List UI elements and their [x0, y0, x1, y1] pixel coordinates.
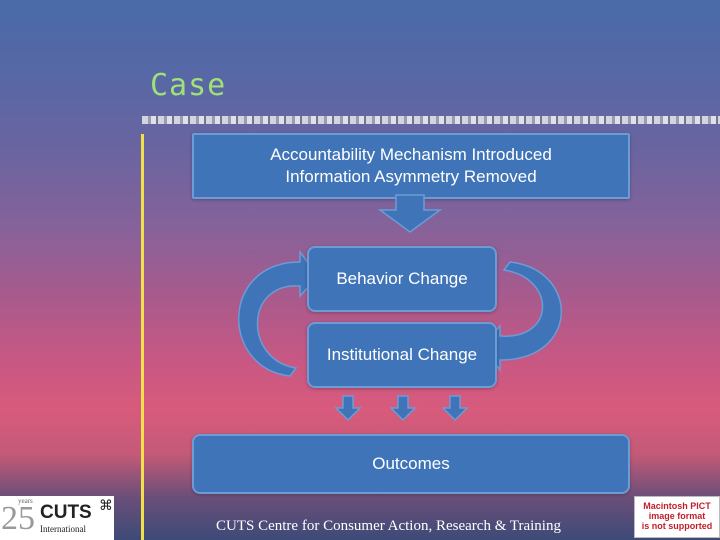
pict-line-2: image format: [648, 511, 706, 521]
behavior-change-box: Behavior Change: [307, 246, 497, 312]
title-divider: [142, 116, 720, 124]
down-arrow-2: [389, 395, 417, 422]
slide-title: Case: [150, 68, 227, 103]
institutional-change-label: Institutional Change: [326, 345, 478, 364]
logo-years: years: [18, 497, 33, 505]
cuts-logo: years 25 CUTS International ⌘: [0, 496, 114, 540]
left-vertical-rule: [141, 134, 144, 540]
logo-25: 25: [1, 500, 35, 537]
pict-line-1: Macintosh PICT: [643, 501, 711, 511]
footer-text: CUTS Centre for Consumer Action, Researc…: [216, 518, 561, 534]
logo-subtitle: International: [40, 524, 86, 534]
behavior-change-label: Behavior Change: [336, 269, 468, 288]
unsupported-image-placeholder: Macintosh PICT image format is not suppo…: [634, 496, 720, 538]
pict-line-3: is not supported: [641, 521, 713, 531]
institutional-change-box: Institutional Change: [307, 322, 497, 388]
curved-arrow-right: [481, 261, 562, 373]
accountability-line: Accountability Mechanism Introduced: [270, 145, 552, 164]
logo-name: CUTS: [40, 502, 92, 523]
accountability-box: Accountability Mechanism Introduced Info…: [192, 133, 630, 199]
asymmetry-line: Information Asymmetry Removed: [285, 167, 537, 186]
outcomes-box: Outcomes: [192, 434, 630, 494]
outcomes-label: Outcomes: [372, 454, 450, 473]
curved-arrow-left: [237, 249, 319, 377]
logo-mark-icon: ⌘: [99, 498, 113, 514]
down-arrow-top: [377, 194, 443, 233]
down-arrow-1: [334, 395, 362, 422]
down-arrow-3: [441, 395, 469, 422]
